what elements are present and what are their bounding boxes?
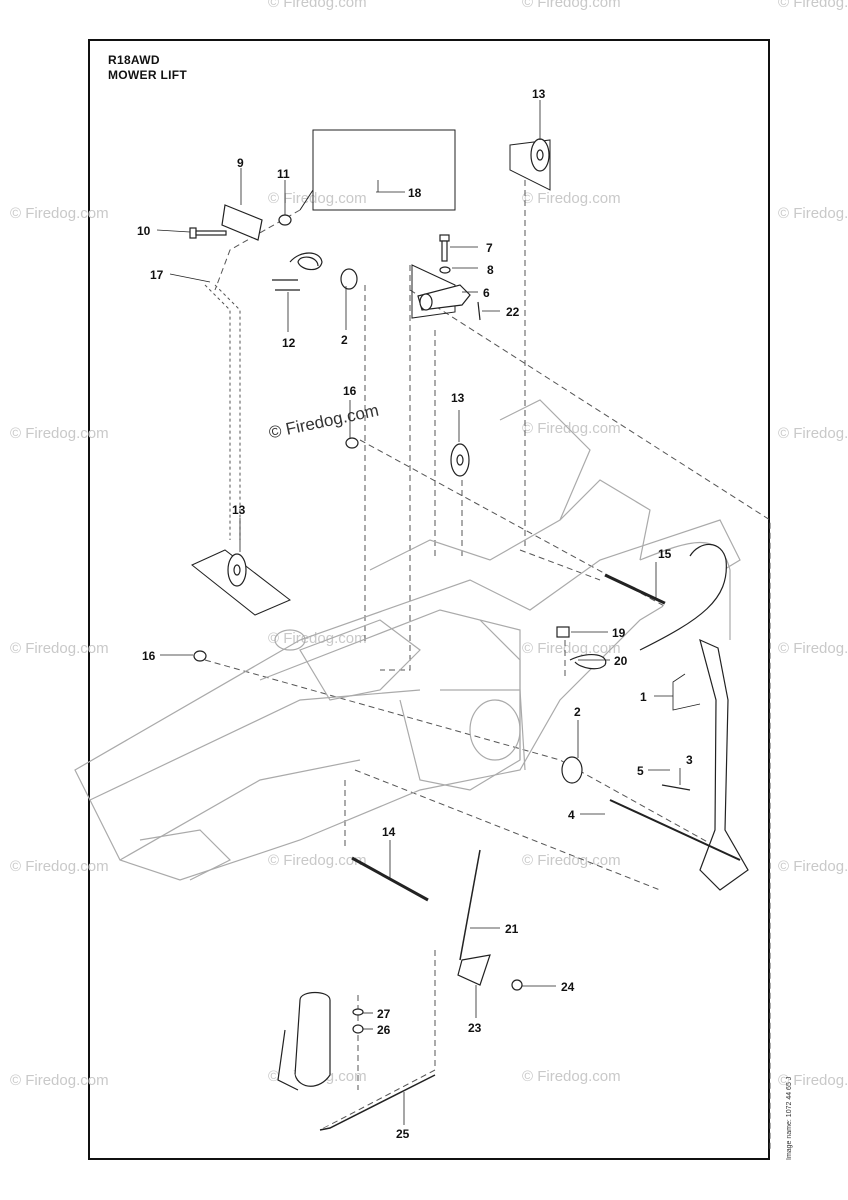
callout-6: 6 — [483, 286, 490, 300]
callout-13: 13 — [532, 87, 546, 101]
callout-20: 20 — [614, 654, 628, 668]
watermark: © Firedog.com — [268, 190, 367, 207]
callout-8: 8 — [487, 263, 494, 277]
watermark: © Firedog.com — [522, 0, 621, 11]
callout-10: 10 — [137, 224, 151, 238]
callout-16: 16 — [343, 384, 357, 398]
callout-16: 16 — [142, 649, 156, 663]
watermark: © Firedog.com — [10, 640, 109, 657]
watermark: © Firedog.com — [522, 1068, 621, 1085]
callout-26: 26 — [377, 1023, 391, 1037]
callout-24: 24 — [561, 980, 575, 994]
callout-2: 2 — [341, 333, 348, 347]
watermark: © Firedog.com — [778, 425, 848, 442]
watermark: © Firedog.com — [778, 640, 848, 657]
watermark: © Firedog.com — [522, 190, 621, 207]
callout-13: 13 — [451, 391, 465, 405]
callout-12: 12 — [282, 336, 296, 350]
section-title: MOWER LIFT — [108, 68, 187, 82]
watermark: © Firedog.com — [522, 640, 621, 657]
callout-9: 9 — [237, 156, 244, 170]
callout-2: 2 — [574, 705, 581, 719]
watermark: © Firedog.com — [778, 858, 848, 875]
watermark: © Firedog.com — [268, 0, 367, 11]
callout-3: 3 — [686, 753, 693, 767]
callout-23: 23 — [468, 1021, 482, 1035]
callout-17: 17 — [150, 268, 164, 282]
model-title: R18AWD — [108, 53, 160, 67]
watermark: © Firedog.com — [522, 420, 621, 437]
diagram-border — [88, 39, 770, 1160]
callout-11: 11 — [277, 167, 290, 181]
callout-14: 14 — [382, 825, 396, 839]
watermark: © Firedog.com — [268, 852, 367, 869]
watermark: © Firedog.com — [522, 852, 621, 869]
callout-21: 21 — [505, 922, 519, 936]
watermark: © Firedog.com — [10, 205, 109, 222]
callout-25: 25 — [396, 1127, 410, 1141]
callout-22: 22 — [506, 305, 520, 319]
callout-7: 7 — [486, 241, 493, 255]
callout-1: 1 — [640, 690, 647, 704]
watermark: © Firedog.com — [778, 0, 848, 11]
watermark: © Firedog.com — [10, 1072, 109, 1089]
callout-4: 4 — [568, 808, 575, 822]
watermark: © Firedog.com — [778, 205, 848, 222]
watermark: © Firedog.com — [10, 425, 109, 442]
watermark: © Firedog.com — [10, 858, 109, 875]
callout-5: 5 — [637, 764, 644, 778]
watermark: © Firedog.com — [778, 1072, 848, 1089]
callout-19: 19 — [612, 626, 626, 640]
image-number: Image name: 1072 44 65 J — [786, 1076, 793, 1160]
callout-15: 15 — [658, 547, 672, 561]
callout-13: 13 — [232, 503, 246, 517]
callout-27: 27 — [377, 1007, 391, 1021]
callout-18: 18 — [408, 186, 422, 200]
